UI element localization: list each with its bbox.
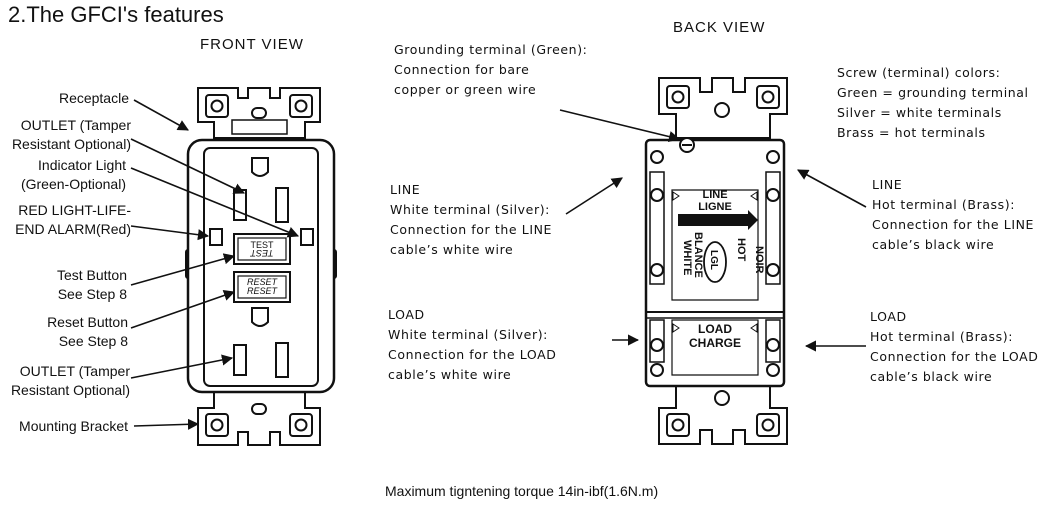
body-lgl-text: LGL [708,250,719,270]
red-alarm-light [209,228,223,246]
back-body-text: LINE LIGNE WHITE BLANCE LGL HOT NOIR LOA… [681,189,765,350]
back-receptacle [644,77,788,445]
torque-footer: Maximum tigntening torque 14in-ibf(1.6N.… [385,483,659,499]
body-blance-text: BLANCE [692,232,704,278]
body-load-text: LOAD [698,322,732,336]
indicator-light [300,228,314,246]
note-grounding-terminal: Grounding terminal (Green):Connection fo… [394,42,588,97]
label-receptacle: Receptacle [58,90,129,106]
front-receptacle [185,87,337,446]
reset-button-label-mirror: RESET [247,286,279,296]
test-button-label-mirror: TEST [249,248,274,258]
label-mounting-bracket: Mounting Bracket [19,418,128,434]
body-charge-text: CHARGE [689,336,741,350]
label-indicator-light: Indicator Light(Green-Optional) [20,157,126,192]
label-red-light-alarm: RED LIGHT-LIFE-END ALARM(Red) [15,202,131,237]
body-hot-text: HOT [735,238,747,262]
back-arrows [559,109,867,352]
front-arrows [130,99,300,430]
bottom-mounting-ear [197,389,321,446]
page-title: 2.The GFCI's features [8,2,224,27]
test-button-label: TEST [250,240,274,250]
body-line-text: LINE [702,189,727,201]
body-noir-text: NOIR [753,246,765,274]
body-ligne-text: LIGNE [698,201,732,213]
reset-button-label: RESET [247,277,279,287]
screw-color-legend: Screw (terminal) colors:Green = groundin… [837,65,1029,140]
front-view-heading: FRONT VIEW [200,36,304,53]
front-button-text: TEST TEST RESET RESET [247,240,279,296]
body-white-text: WHITE [681,240,693,275]
back-view-heading: BACK VIEW [673,19,766,36]
top-mounting-ear [197,87,321,139]
